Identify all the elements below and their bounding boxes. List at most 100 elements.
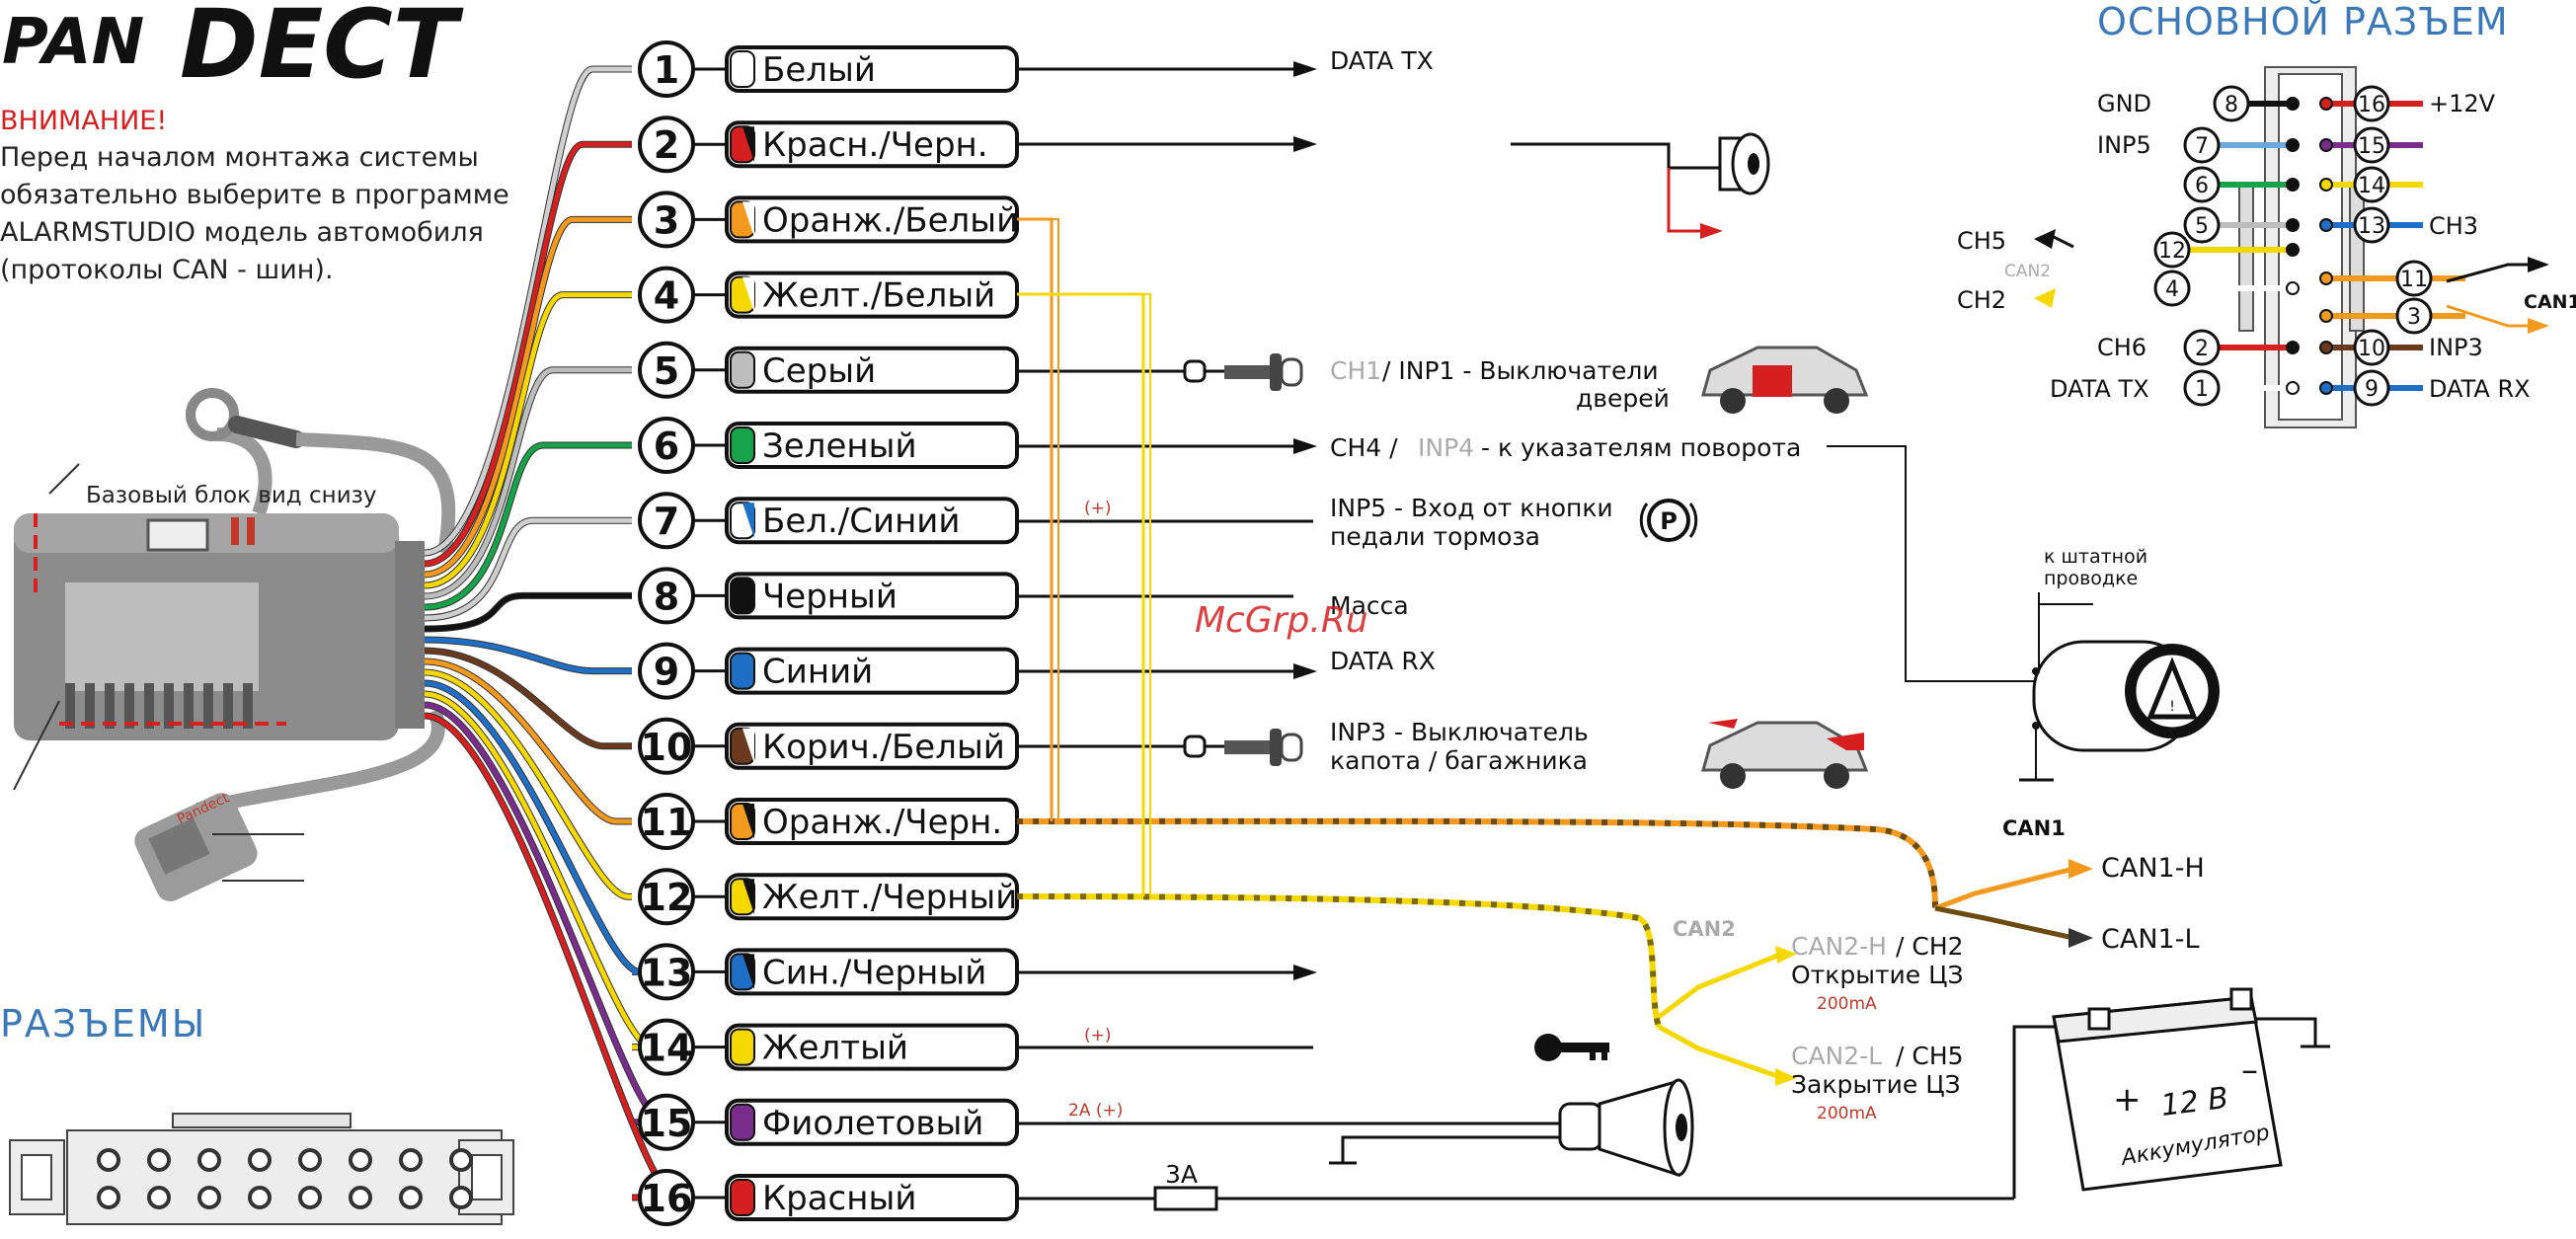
connector-contact bbox=[2286, 97, 2300, 111]
connector-contact bbox=[2286, 178, 2300, 192]
connector-pin bbox=[399, 1186, 423, 1209]
connector-contact bbox=[2319, 138, 2333, 152]
connector-contact bbox=[2319, 309, 2333, 323]
connector-pin-number: 6 bbox=[2195, 174, 2209, 198]
connector-pin-number: 4 bbox=[2165, 277, 2179, 302]
unlock-label: Открытие ЦЗ bbox=[1791, 961, 1964, 989]
wire-stripe-swatch bbox=[742, 201, 754, 238]
harness-wire bbox=[424, 292, 632, 588]
connector-pin-badge bbox=[2183, 369, 2221, 407]
car-hood-icon bbox=[1701, 719, 1869, 789]
connector-pin-badge bbox=[2353, 206, 2390, 244]
can2-title: CAN2 bbox=[1673, 917, 1736, 941]
can2-l-label: CAN2-L bbox=[1791, 1042, 1882, 1070]
main-connector: 87651242116151413113109GNDINP5CH5CAN2CH2… bbox=[1957, 66, 2576, 428]
connector-pin-badge bbox=[2395, 297, 2433, 335]
base-unit: Pandect bbox=[13, 388, 456, 902]
warning-line-3: ALARMSTUDIO модель автомобиля bbox=[0, 217, 484, 248]
connector-pin-badge bbox=[2183, 206, 2221, 244]
connector-right-label: DATA RX bbox=[2429, 375, 2531, 403]
harness-wire-outline bbox=[424, 658, 632, 825]
harness-wire bbox=[424, 592, 632, 632]
wire-color-swatch bbox=[730, 1103, 755, 1141]
wire-name: Бел./Синий bbox=[762, 502, 961, 541]
harness-wire bbox=[424, 702, 664, 1125]
wire-number: 1 bbox=[654, 48, 679, 92]
wire-number: 2 bbox=[654, 123, 679, 167]
harness-wire bbox=[424, 680, 641, 974]
connector-pin-badge bbox=[2353, 369, 2390, 407]
connector-pin bbox=[449, 1186, 473, 1209]
connector-pin-number: 5 bbox=[2195, 214, 2209, 239]
horn-current: 2A (+) bbox=[1068, 1101, 1123, 1121]
connector-right-label: INP3 bbox=[2429, 334, 2483, 361]
connector-contact bbox=[2286, 138, 2300, 152]
connector-contact bbox=[2286, 381, 2300, 395]
harness-wire-outline bbox=[424, 701, 665, 1126]
connector-pin-number: 10 bbox=[2358, 337, 2385, 361]
connector-pin-badge bbox=[2353, 126, 2390, 164]
wire-name: Красн./Черн. bbox=[762, 125, 988, 165]
wire-name: Серый bbox=[762, 351, 876, 391]
lock-current: 200mA bbox=[1817, 1104, 1877, 1123]
connector-pin bbox=[248, 1148, 272, 1172]
pandect-logo: PAN DECT bbox=[2, 0, 464, 100]
ch5-label: / CH5 bbox=[1896, 1042, 1964, 1070]
wire-number: 16 bbox=[641, 1177, 693, 1220]
battery-plus: + bbox=[2113, 1080, 2142, 1120]
connector-right-label: +12V bbox=[2429, 90, 2496, 117]
inp3-label-2: капота / багажника bbox=[1330, 746, 1588, 775]
connector-pin-number: 3 bbox=[2407, 305, 2421, 330]
connector-left-label: CH2 bbox=[1957, 286, 2006, 314]
can1-l-label: CAN1-L bbox=[2101, 924, 2199, 955]
wire-number: 5 bbox=[654, 349, 679, 393]
harness-wire bbox=[424, 367, 632, 599]
connector-pin-badge bbox=[2353, 85, 2390, 122]
harness-wire bbox=[424, 216, 632, 578]
wire-name: Оранж./Белый bbox=[762, 200, 1018, 240]
signal-targets bbox=[1017, 61, 2330, 1211]
wire-color-swatch bbox=[730, 50, 755, 88]
unlock-current: 200mA bbox=[1817, 994, 1877, 1014]
wire-number: 11 bbox=[641, 801, 693, 844]
hazard-button: к штатной проводке ! bbox=[2019, 546, 2220, 782]
connector-pin-badge bbox=[2183, 126, 2221, 164]
connector-contact bbox=[2319, 97, 2333, 111]
brake-icon: P bbox=[1660, 507, 1678, 535]
warning-title: ВНИМАНИЕ! bbox=[0, 106, 167, 136]
connector-pin-number: 14 bbox=[2358, 174, 2385, 198]
wire-color-swatch bbox=[730, 1179, 755, 1216]
connector-pin-number: 1 bbox=[2195, 377, 2209, 402]
wire-stripe-swatch bbox=[742, 503, 754, 539]
connector-left-label: CH5 bbox=[1957, 227, 2006, 255]
connector-left-label: INP5 bbox=[2097, 131, 2151, 159]
wire-number: 8 bbox=[654, 575, 679, 618]
harness-wire bbox=[424, 658, 632, 824]
connector-pin-number: 9 bbox=[2365, 377, 2379, 402]
wire-stripe-swatch bbox=[742, 804, 754, 839]
wire-number: 7 bbox=[654, 500, 679, 543]
harness-wire bbox=[424, 517, 632, 621]
connector-pin bbox=[248, 1186, 272, 1209]
logo-text-dect: DECT bbox=[180, 0, 464, 100]
harness-connector bbox=[9, 1113, 514, 1225]
wire-number: 14 bbox=[641, 1027, 693, 1070]
connector-contact bbox=[2286, 281, 2300, 295]
ignition-key-icon bbox=[1534, 1034, 1609, 1061]
wire-name: Красный bbox=[762, 1179, 916, 1218]
inp5-label-2: педали тормоза bbox=[1330, 522, 1540, 551]
can1-h-label: CAN1-H bbox=[2101, 853, 2205, 884]
can1-title: CAN1 bbox=[2002, 816, 2066, 840]
connector-pin bbox=[197, 1186, 221, 1209]
connector-pin bbox=[197, 1148, 221, 1172]
doors-label: дверей bbox=[1576, 384, 1670, 413]
data-rx-label: DATA RX bbox=[1330, 647, 1436, 675]
wire-color-swatch bbox=[730, 1028, 755, 1066]
